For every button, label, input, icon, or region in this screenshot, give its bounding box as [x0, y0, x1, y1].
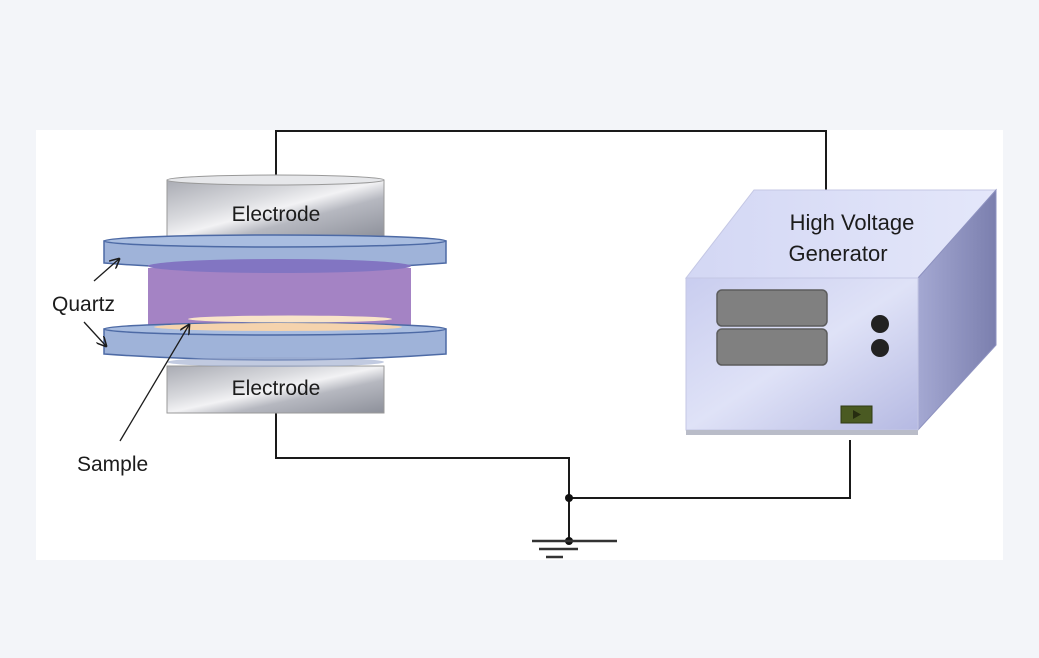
display-lower	[716, 328, 828, 366]
knob-upper	[871, 315, 889, 333]
knob-lower	[871, 339, 889, 357]
quartz-label: Quartz	[52, 293, 115, 316]
wire-top	[275, 130, 827, 192]
top-electrode-label: Electrode	[232, 203, 321, 226]
quartz-arrow-top	[93, 259, 119, 282]
wire-bottom-electrode	[275, 413, 570, 541]
play-icon	[853, 410, 861, 419]
sample	[154, 315, 402, 331]
display-upper	[716, 289, 828, 327]
sample-arrow	[119, 325, 189, 442]
ground-icon	[532, 539, 617, 559]
generator-label-line2: Generator	[788, 241, 887, 266]
generator-label-line1: High Voltage	[790, 210, 915, 235]
sample-label: Sample	[77, 453, 148, 476]
bottom-electrode-label: Electrode	[232, 377, 321, 400]
top-electrode: Electrode	[166, 174, 385, 239]
quartz-arrow-bottom	[83, 321, 106, 346]
junction-node	[565, 494, 573, 502]
wire-generator-ground	[569, 440, 851, 499]
high-voltage-generator: High Voltage Generator	[684, 188, 998, 435]
bottom-electrode: Electrode	[166, 357, 385, 414]
